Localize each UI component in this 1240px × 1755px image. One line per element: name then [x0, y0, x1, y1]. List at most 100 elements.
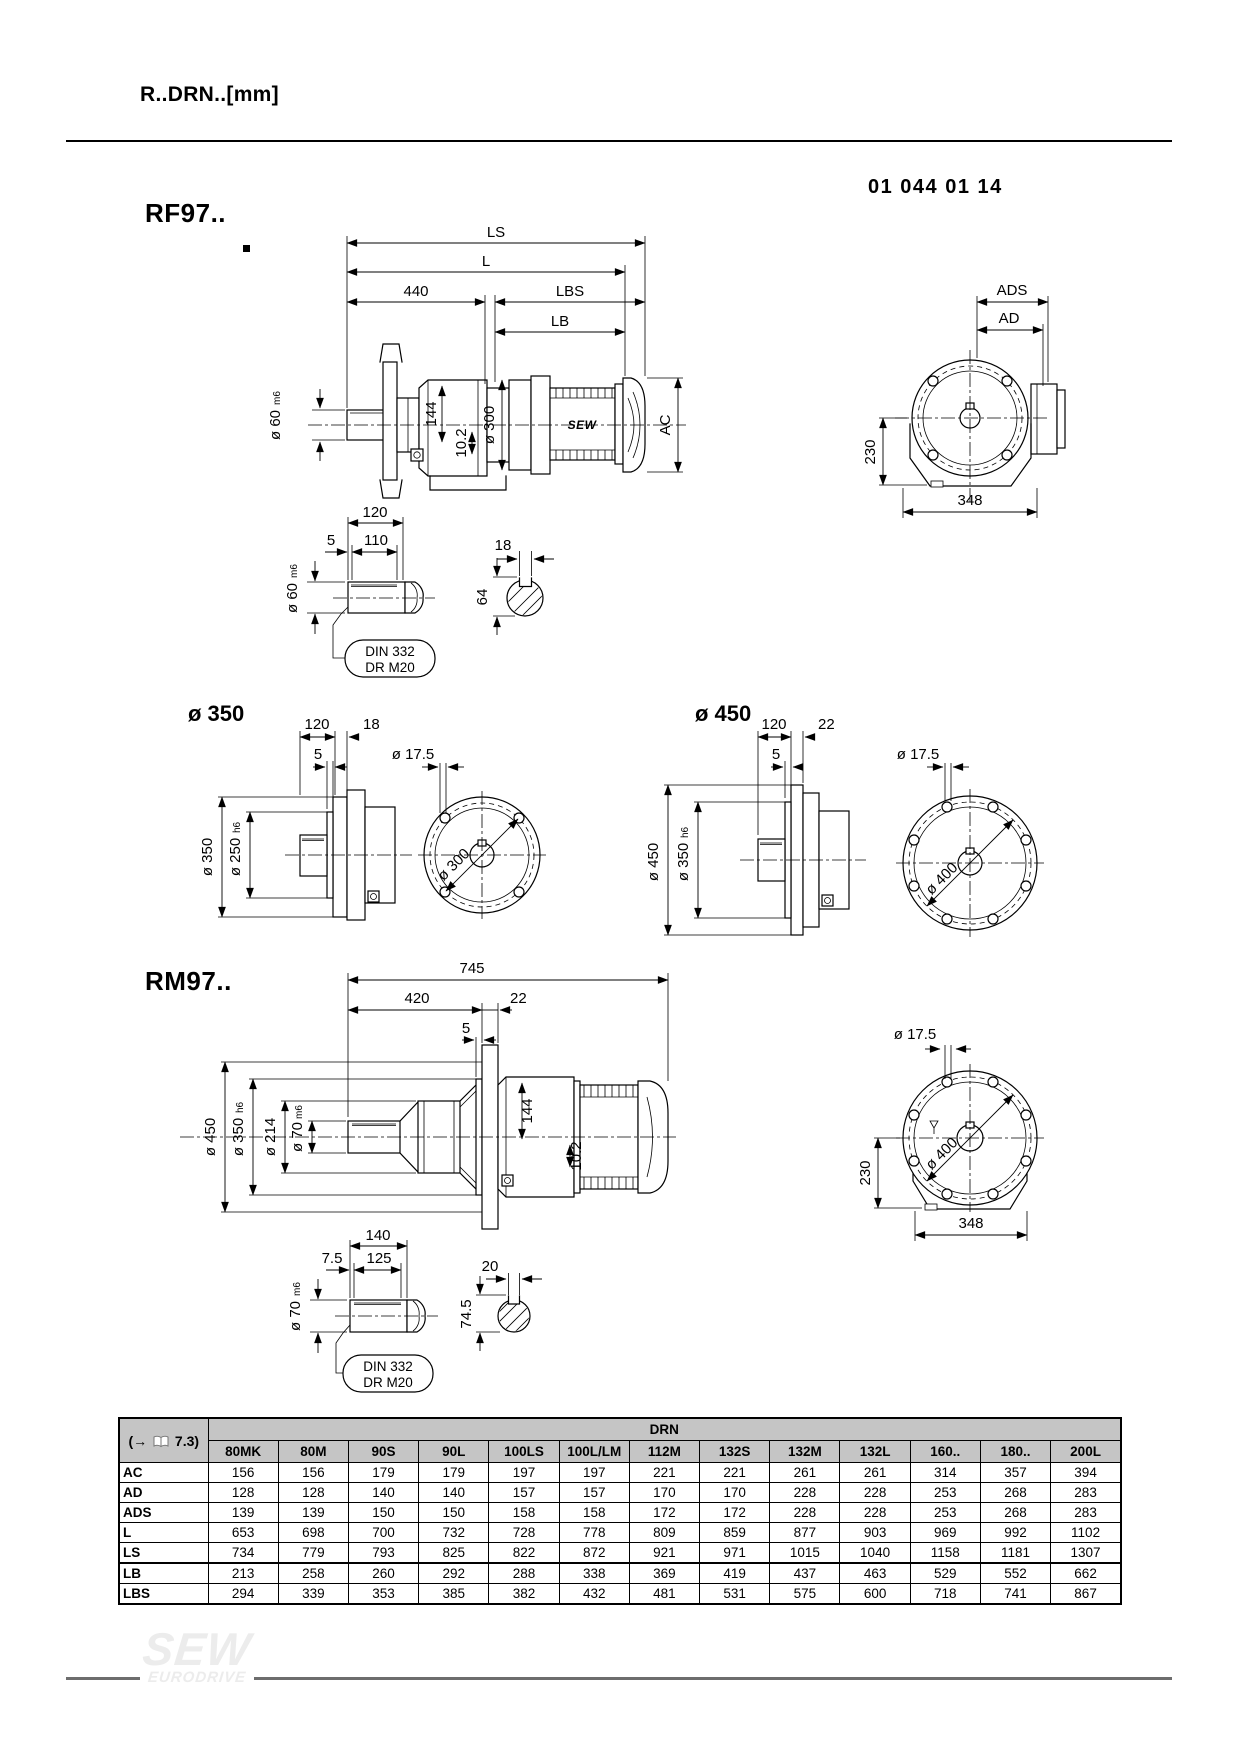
dimension-value: 228	[769, 1502, 841, 1523]
dim-125: 125	[366, 1250, 391, 1267]
rf97-shaft-dimensions: 120 5 110 ø 60 m6 18 64 DIN 332 DR M20	[284, 504, 554, 675]
dimension-value: 339	[277, 1583, 349, 1605]
dim-350: ø 350	[230, 1118, 247, 1156]
rf97-end-dimensions: ADS AD 230 348	[862, 282, 1049, 518]
dimension-value: 859	[699, 1522, 771, 1543]
dimension-value: 779	[277, 1542, 349, 1564]
rf97-end-linework	[895, 350, 1066, 502]
margin-bullet	[243, 245, 250, 252]
dim-5: 5	[772, 746, 780, 763]
dim-lbs: LBS	[556, 283, 584, 300]
dimension-value: 139	[207, 1502, 279, 1523]
dimension-value: 921	[628, 1542, 701, 1564]
dim-214: ø 214	[262, 1118, 279, 1156]
dim-140: 140	[365, 1227, 390, 1244]
page-title: R..DRN..[mm]	[140, 83, 279, 106]
dim-144: 144	[423, 401, 440, 426]
dim-shaft-dia: ø 60	[284, 583, 301, 613]
dimension-value: 1040	[839, 1542, 911, 1564]
flange450-drawing: ø 450	[645, 701, 1044, 937]
dimension-value: 718	[909, 1583, 981, 1605]
rf97-dimensions: LS L 440 LBS LB ø 60 m6 144 10.2	[267, 224, 682, 473]
rm97-side-view-drawing: 745 420 22 5 ø 450 ø 350 h6 ø 214	[180, 960, 676, 1230]
dimension-value: 172	[628, 1502, 701, 1523]
dimension-value: 437	[769, 1562, 841, 1584]
dim-230: 230	[862, 439, 879, 464]
column-header: 132M	[769, 1440, 841, 1463]
dim-17-5: ø 17.5	[897, 746, 940, 763]
dimension-value: 734	[207, 1542, 279, 1564]
flange350-linework	[285, 789, 546, 921]
dimension-value: 228	[839, 1482, 911, 1503]
row-label: LS	[118, 1542, 209, 1564]
dimension-value: 698	[277, 1522, 349, 1543]
dimension-value: 260	[347, 1562, 420, 1584]
dimension-value: 369	[628, 1562, 701, 1584]
rm97-section-label: RM97..	[145, 966, 232, 996]
corner-prefix: (→	[128, 1432, 148, 1449]
dimension-value: 292	[418, 1562, 490, 1584]
dimension-value: 140	[347, 1482, 420, 1503]
dim-ads: ADS	[997, 282, 1028, 299]
rm97-body-linework	[180, 1044, 676, 1230]
dimension-value: 1181	[979, 1542, 1052, 1564]
dim-300: ø 300	[481, 406, 498, 444]
dimension-value: 314	[909, 1462, 981, 1483]
flange450-linework	[740, 784, 1044, 937]
dimension-value: 700	[347, 1522, 420, 1543]
sew-eurodrive-logo: SEW EURODRIVE	[140, 1623, 253, 1686]
dimension-value: 552	[979, 1562, 1052, 1584]
dimension-value: 353	[347, 1583, 420, 1605]
dimension-value: 140	[418, 1482, 490, 1503]
rm97-shaft-dimensions: 140 7.5 125 ø 70 m6 20 74.5 DIN 332 DR M…	[287, 1227, 542, 1390]
dim-5: 5	[327, 532, 335, 549]
rm97-shaft-linework	[335, 1295, 531, 1393]
dimension-value: 128	[207, 1482, 279, 1503]
row-label: LBS	[118, 1583, 209, 1605]
dim-key-height: 64	[474, 589, 491, 606]
dimension-value: 150	[347, 1502, 420, 1523]
dimension-value: 971	[699, 1542, 771, 1564]
dimension-value: 288	[488, 1562, 560, 1584]
dim-shaft-dia: ø 60	[267, 410, 284, 440]
dimension-value: 157	[488, 1482, 560, 1503]
dimension-value: 156	[207, 1462, 279, 1483]
dim-110: 110	[364, 532, 388, 549]
dimension-value: 825	[418, 1542, 490, 1564]
dimension-value: 213	[207, 1562, 279, 1584]
dim-l: L	[482, 253, 490, 270]
dimension-value: 877	[769, 1522, 841, 1543]
dim-250: ø 250	[227, 838, 244, 876]
dimension-value: 357	[979, 1462, 1052, 1483]
dim-250-fit: h6	[232, 821, 243, 833]
dimension-value: 283	[1050, 1482, 1122, 1503]
dim-120: 120	[304, 716, 329, 733]
column-header: 112M	[628, 1440, 701, 1463]
dim-70: ø 70	[289, 1122, 306, 1152]
column-header: 100L/LM	[558, 1440, 630, 1463]
header-rule	[66, 140, 1172, 142]
book-icon	[153, 1435, 169, 1447]
flange350-drawing: ø 350 120 18	[188, 701, 546, 921]
flange350-title: ø 350	[188, 701, 244, 726]
dimension-value: 172	[699, 1502, 771, 1523]
dimension-value: 268	[979, 1502, 1052, 1523]
dimension-value: 531	[699, 1583, 771, 1605]
dimension-value: 822	[488, 1542, 560, 1564]
dim-5: 5	[314, 746, 322, 763]
dimension-value: 1015	[769, 1542, 841, 1564]
dimension-value: 170	[628, 1482, 701, 1503]
motor-brand-label: SEW	[568, 418, 598, 432]
dim-350: ø 350	[675, 843, 692, 881]
dimension-value: 258	[277, 1562, 349, 1584]
dim-shaft-fit: m6	[292, 1282, 303, 1296]
dim-ls: LS	[487, 224, 505, 241]
dim-120: 120	[362, 504, 387, 521]
dimension-value: 228	[839, 1502, 911, 1523]
dimension-value: 419	[699, 1562, 771, 1584]
